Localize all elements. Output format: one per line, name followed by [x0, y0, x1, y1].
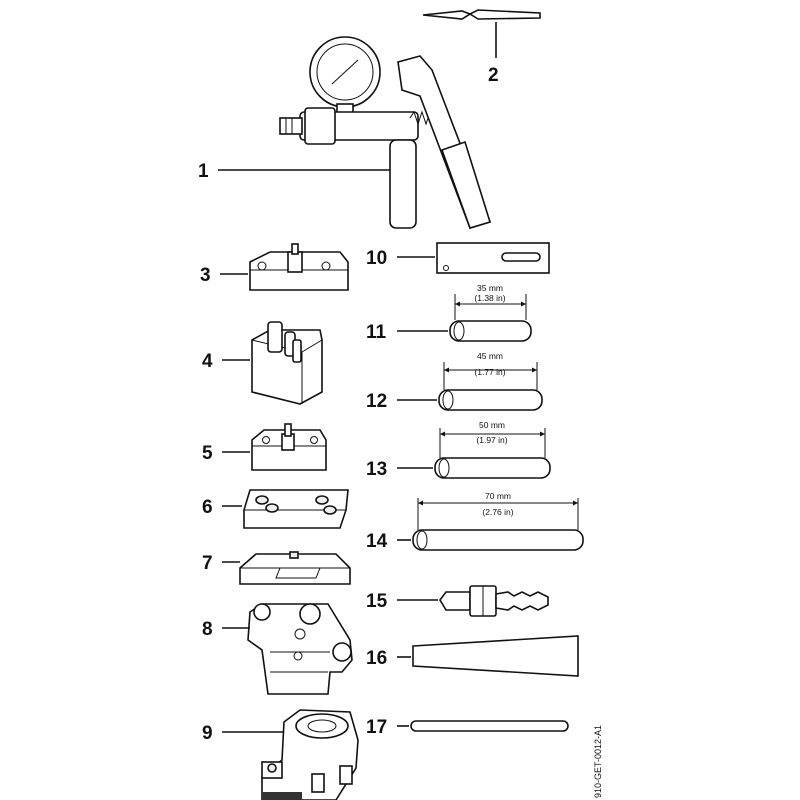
carburetor-body-9 [261, 709, 359, 800]
rod-17 [410, 720, 569, 732]
callout-16: 16 [366, 648, 387, 669]
figure-code: 910-GET-0012-A1 [593, 725, 603, 798]
callout-1: 1 [198, 161, 209, 182]
spacer-11-length-mm: 35 mm [477, 283, 503, 293]
callout-9: 9 [202, 723, 213, 744]
spacer-13-length-in: (1.97 in) [476, 435, 507, 445]
tapered-cone-16 [412, 635, 579, 677]
spacer-12 [438, 362, 543, 411]
vacuum-pump [216, 11, 492, 229]
callout-10: 10 [366, 248, 387, 269]
callout-2: 2 [488, 65, 499, 86]
spacer-11 [449, 294, 532, 342]
hose-adapter-2 [422, 9, 541, 20]
callout-13: 13 [366, 459, 387, 480]
callout-5: 5 [202, 443, 213, 464]
spacer-12-length-mm: 45 mm [477, 351, 503, 361]
spacer-14-length-in: (2.76 in) [482, 507, 513, 517]
callout-3: 3 [200, 265, 211, 286]
coupling-15 [439, 585, 549, 617]
callout-15: 15 [366, 591, 388, 612]
spacer-13 [434, 428, 551, 479]
callout-14: 14 [366, 531, 388, 552]
spacer-13-length-mm: 50 mm [479, 420, 505, 430]
callout-7: 7 [202, 553, 213, 574]
slotted-bar-10 [436, 242, 550, 274]
carburetor-housing-8 [247, 603, 353, 695]
callout-17: 17 [366, 717, 387, 738]
spacer-14 [412, 498, 584, 551]
callout-12: 12 [366, 391, 387, 412]
test-flange-3 [249, 243, 349, 291]
callout-8: 8 [202, 619, 213, 640]
spacer-14-length-mm: 70 mm [485, 491, 511, 501]
slotted-block-7 [239, 551, 351, 585]
test-flange-5 [251, 423, 327, 471]
block-adapter-4 [251, 321, 323, 405]
callout-4: 4 [202, 351, 213, 372]
spacer-12-length-in: (1.77 in) [474, 367, 505, 377]
callout-6: 6 [202, 497, 213, 518]
spacer-11-length-in: (1.38 in) [474, 293, 505, 303]
callout-11: 11 [366, 322, 387, 343]
sealing-plate-6 [243, 489, 349, 529]
